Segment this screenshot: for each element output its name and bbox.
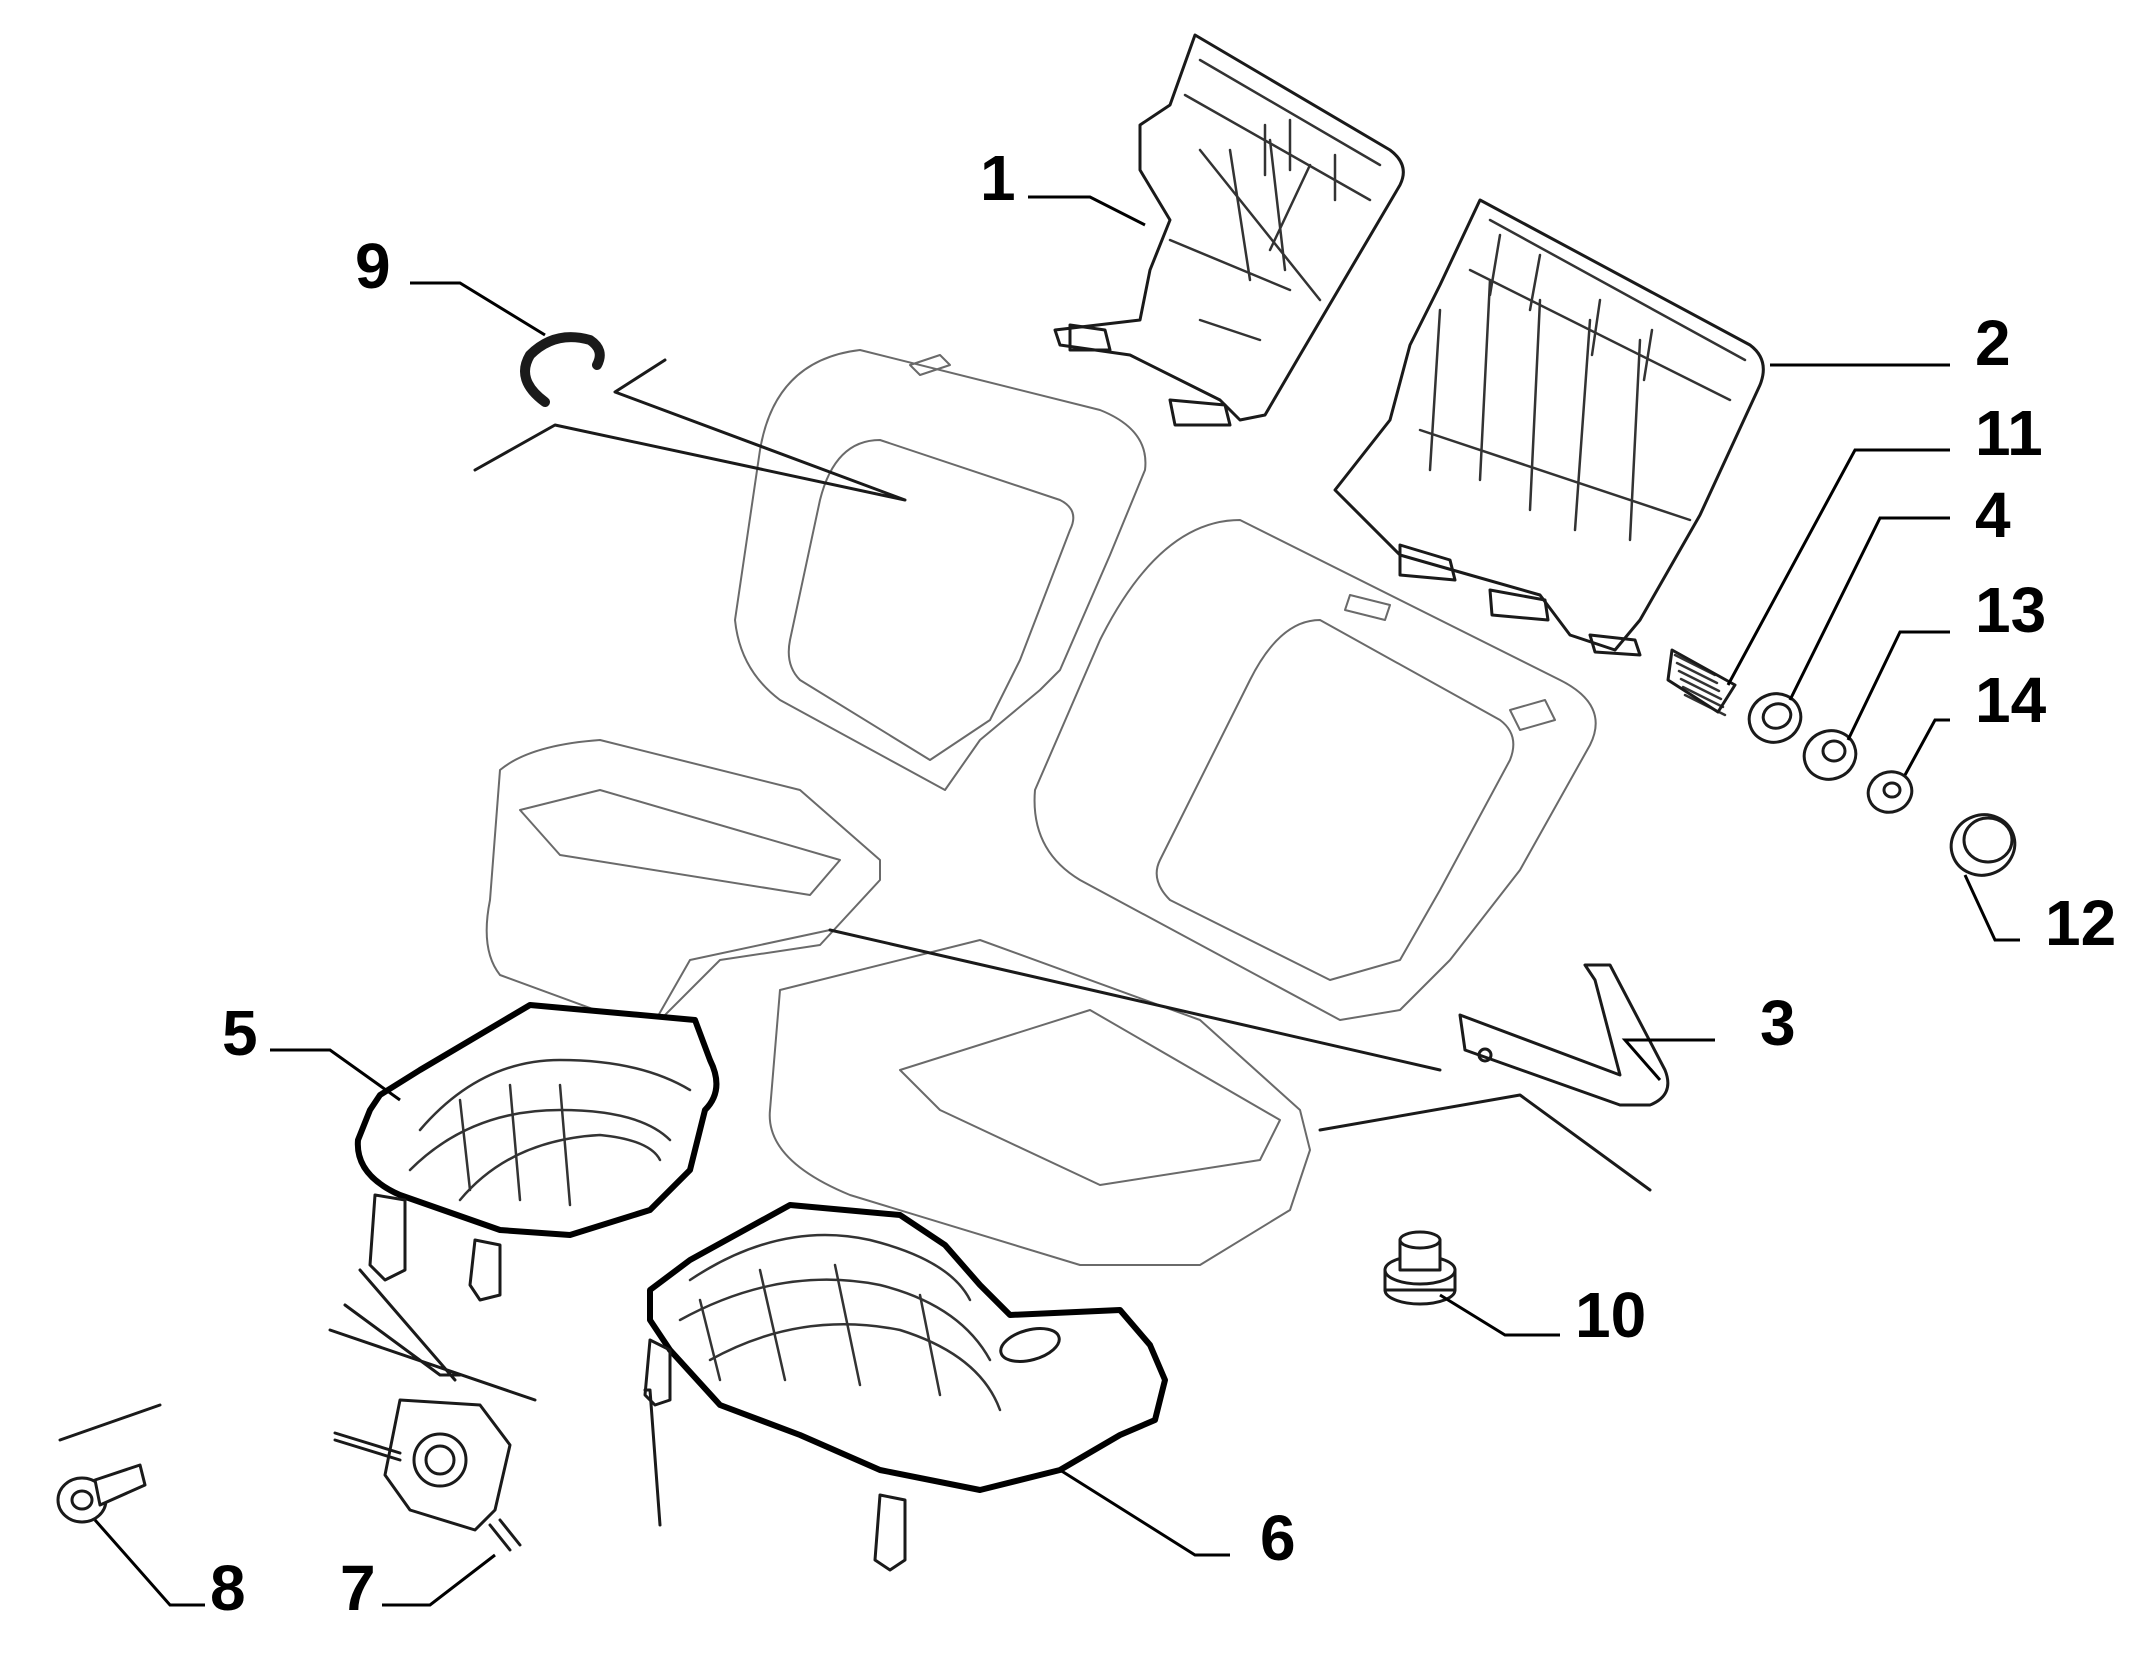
- callout-4: 4: [1975, 479, 2011, 551]
- callout-5: 5: [222, 997, 258, 1069]
- leader-10: [1439, 1293, 1560, 1337]
- callout-2: 2: [1975, 307, 2011, 379]
- callout-13: 13: [1975, 574, 2046, 646]
- part-7-hinge-bracket[interactable]: [333, 1398, 522, 1552]
- leader-8: [93, 1519, 205, 1607]
- leader-4: [1788, 516, 1950, 701]
- seat-cushion-right[interactable]: [768, 939, 1311, 1266]
- callout-6: 6: [1260, 1502, 1296, 1574]
- part-8-screw[interactable]: [56, 1463, 147, 1524]
- leader-13: [1846, 630, 1950, 741]
- callout-11: 11: [1975, 397, 2043, 469]
- leader-1: [1028, 195, 1146, 227]
- callout-9: 9: [355, 230, 391, 302]
- leader-9: [410, 281, 546, 337]
- part-14-washer[interactable]: [1862, 766, 1917, 819]
- callout-12: 12: [2045, 887, 2116, 959]
- seat-back-cover-right[interactable]: [1033, 519, 1597, 1021]
- leader-9-cover: [473, 358, 907, 502]
- callout-1: 1: [980, 142, 1016, 214]
- part-13-bushing[interactable]: [1797, 724, 1862, 787]
- part-12-cap[interactable]: [1943, 806, 2024, 884]
- part-6-right-seat-pan[interactable]: [643, 1202, 1168, 1572]
- callout-10: 10: [1575, 1279, 1646, 1351]
- part-9-clip[interactable]: [520, 332, 605, 407]
- callout-3: 3: [1760, 987, 1796, 1059]
- leader-6: [1059, 1468, 1230, 1557]
- leader-5: [270, 1048, 401, 1102]
- callout-labels: 1 2 3 4 5 6 7 8 9 10 11 12 13 14: [210, 142, 2116, 1624]
- leader-3-cover: [828, 928, 1652, 1192]
- leader-7: [382, 1553, 496, 1607]
- leader-11: [1726, 448, 1950, 686]
- leader-14: [1903, 718, 1950, 776]
- callout-14: 14: [1975, 664, 2047, 736]
- leader-3: [1621, 1038, 1715, 1081]
- leader-lines: [58, 195, 2020, 1607]
- leader-5-6-7-8: [58, 1268, 662, 1527]
- callout-8: 8: [210, 1552, 246, 1624]
- part-5-left-seat-pan[interactable]: [354, 1002, 720, 1302]
- part-2-right-backrest-frame[interactable]: [1333, 198, 1765, 657]
- callout-7: 7: [340, 1552, 376, 1624]
- seat-cushion-left[interactable]: [485, 739, 881, 1031]
- part-3-strap-bracket[interactable]: [1458, 963, 1670, 1107]
- part-1-left-backrest-frame[interactable]: [1053, 33, 1405, 427]
- part-4-bushing[interactable]: [1742, 687, 1807, 750]
- leader-12: [1963, 874, 2020, 942]
- part-10-bump-stop[interactable]: [1383, 1230, 1457, 1306]
- seat-back-cover-left[interactable]: [734, 349, 1147, 791]
- part-11-spring[interactable]: [1666, 648, 1737, 717]
